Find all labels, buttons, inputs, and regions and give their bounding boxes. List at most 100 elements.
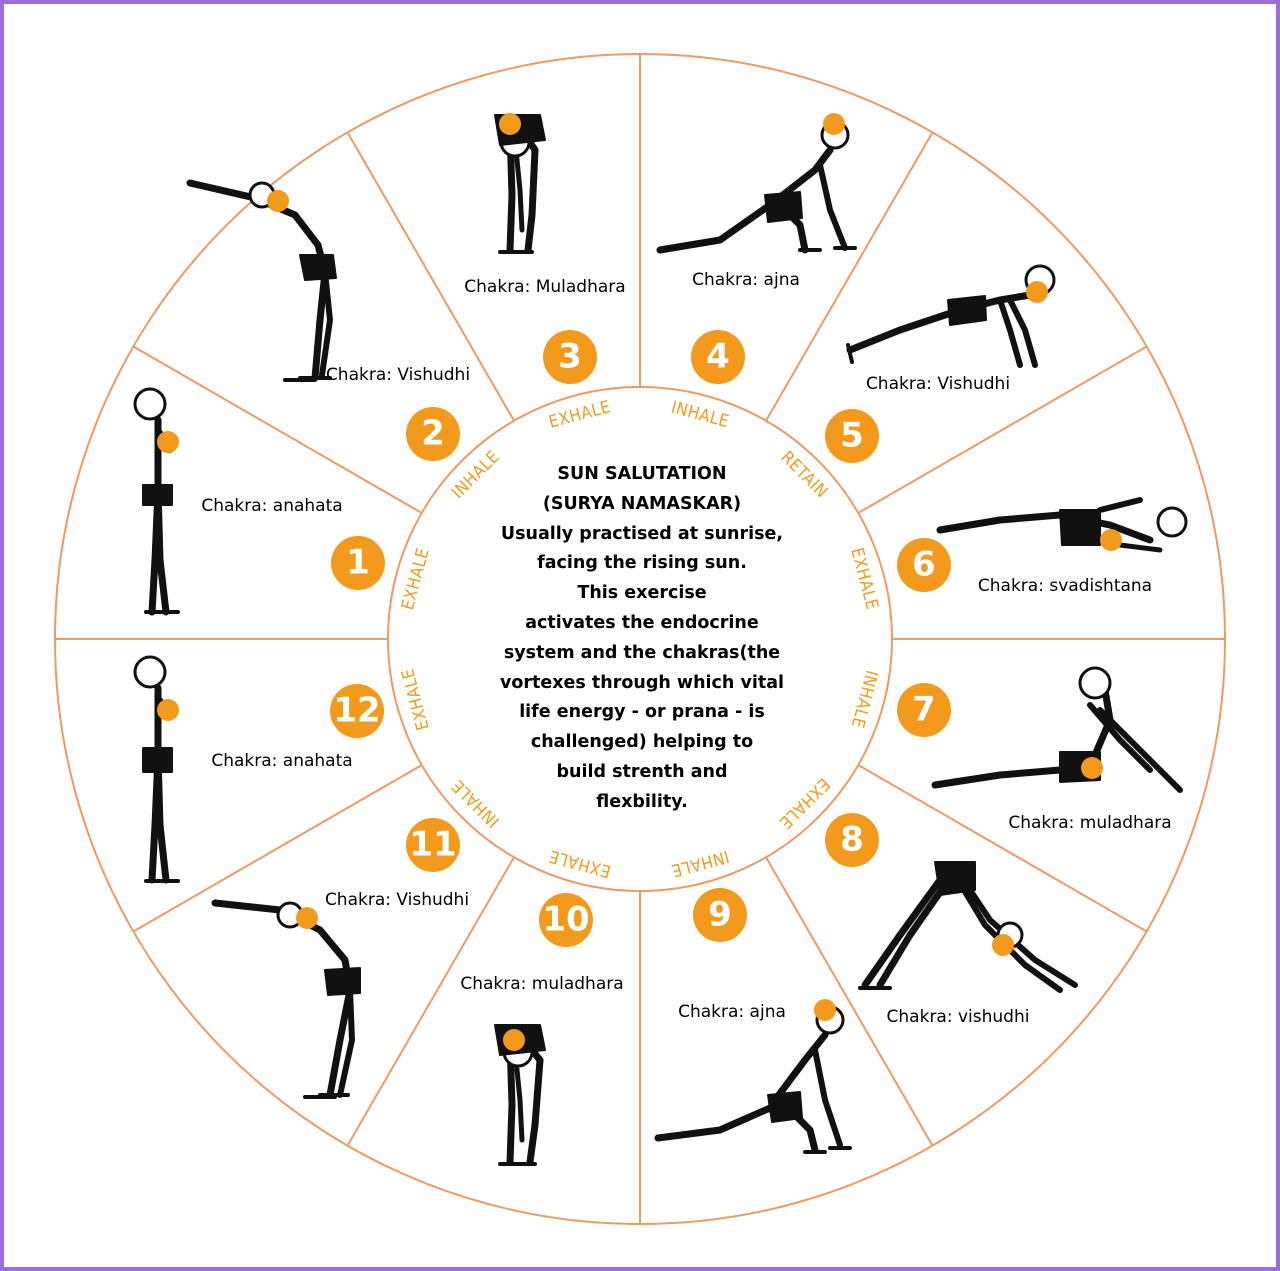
chakra-label-12: Chakra: anahata	[211, 751, 352, 771]
step-badge-1: 1	[331, 536, 385, 590]
center-line: activates the endocrine	[525, 612, 759, 633]
lunge-pose-icon-9	[654, 1005, 852, 1154]
standing-pose-icon-1	[133, 387, 180, 616]
chakra-label-2: Chakra: Vishudhi	[326, 365, 470, 385]
step-badge-2: 2	[406, 407, 460, 461]
chakra-point-5	[1026, 281, 1048, 303]
chakra-point-10	[503, 1029, 525, 1051]
badge-number: 6	[912, 545, 936, 585]
chakra-point-2	[267, 190, 289, 212]
limb	[1117, 542, 1163, 553]
spoke-line	[132, 345, 423, 514]
chakra-dots	[157, 113, 1122, 1051]
badge-circle	[897, 538, 951, 592]
chakra-label-9: Chakra: ajna	[678, 1002, 786, 1022]
badge-circle	[691, 330, 745, 384]
limb	[148, 684, 170, 884]
step-badge-12: 12	[330, 684, 384, 738]
chakra-point-9	[814, 999, 836, 1021]
limb	[211, 899, 354, 1099]
chakra-point-1	[157, 431, 179, 453]
spoke-line	[346, 131, 515, 422]
center-line: This exercise	[577, 583, 707, 604]
step-badge-7: 7	[897, 683, 951, 737]
center-line: system and the chakras(the	[503, 642, 781, 663]
limb	[1097, 707, 1183, 793]
shorts	[324, 967, 361, 996]
shorts	[142, 747, 173, 773]
badge-circle	[330, 684, 384, 738]
center-description: SUN SALUTATION (SURYA NAMASKAR) Usually …	[492, 460, 792, 818]
limb	[319, 269, 333, 378]
spoke-line	[132, 764, 423, 933]
chakra-label-8: Chakra: vishudhi	[887, 1007, 1030, 1027]
chakra-label-11: Chakra: Vishudhi	[325, 890, 469, 910]
eight-limbs-pose-icon-6	[936, 497, 1188, 553]
spoke-line	[765, 131, 934, 422]
plank-pose-icon-5	[846, 264, 1056, 368]
chakra-point-8	[992, 934, 1014, 956]
head	[133, 655, 167, 689]
badge-number: 4	[706, 337, 730, 377]
limb	[1007, 297, 1038, 368]
badge-number: 1	[346, 543, 370, 583]
badge-circle	[331, 536, 385, 590]
step-badge-5: 5	[825, 409, 879, 463]
head	[1156, 506, 1188, 538]
shorts	[767, 1091, 803, 1123]
badge-circle	[825, 409, 879, 463]
limb	[803, 1146, 852, 1154]
limb	[846, 343, 854, 364]
badge-circle	[406, 818, 460, 872]
badge-number: 8	[840, 820, 864, 860]
chakra-label-3: Chakra: Muladhara	[464, 277, 625, 297]
badge-circle	[539, 893, 593, 947]
center-line: Usually practised at sunrise,	[500, 523, 784, 544]
step-badge-9: 9	[693, 888, 747, 942]
step-badge-3: 3	[543, 330, 597, 384]
limb	[771, 1031, 829, 1104]
backbend-pose-icon-11	[211, 899, 361, 1099]
chakra-point-3	[499, 113, 521, 135]
badge-number: 7	[912, 690, 936, 730]
spokes	[55, 54, 1225, 1224]
chakra-point-7	[1081, 757, 1103, 779]
center-line: challenged) helping to	[530, 732, 754, 753]
limb	[817, 162, 848, 251]
badge-number: 12	[333, 691, 380, 731]
downward-dog-pose-icon-8	[858, 861, 1078, 993]
limb	[997, 297, 1023, 368]
head	[133, 387, 167, 421]
chakra-label-4: Chakra: ajna	[692, 270, 800, 290]
chakra-label-10: Chakra: muladhara	[460, 974, 623, 994]
limb	[148, 416, 170, 616]
shorts	[764, 191, 803, 223]
limb	[1087, 702, 1153, 773]
chakra-point-4	[823, 113, 845, 135]
shorts	[934, 861, 976, 896]
center-line: life energy - or prana - is	[519, 702, 765, 723]
limb	[283, 376, 332, 382]
badge-number: 11	[409, 825, 456, 865]
step-badge-10: 10	[539, 893, 593, 947]
badge-number: 5	[840, 416, 864, 456]
chakra-label-1: Chakra: anahata	[201, 496, 342, 516]
shorts	[1059, 509, 1101, 546]
lunge-pose-icon-4	[656, 120, 857, 254]
step-badge-4: 4	[691, 330, 745, 384]
spoke-line	[857, 345, 1148, 514]
chakra-point-11	[296, 907, 318, 929]
badge-circle	[406, 407, 460, 461]
step-badge-8: 8	[825, 813, 879, 867]
forward-fold-pose-icon-3	[494, 114, 546, 254]
badge-number: 3	[558, 337, 582, 377]
badge-number: 2	[421, 414, 445, 454]
spoke-line	[346, 856, 515, 1147]
center-line: flexbility.	[596, 791, 688, 812]
standing-pose-icon-12	[133, 655, 180, 884]
chakra-label-7: Chakra: muladhara	[1008, 813, 1171, 833]
limb	[1097, 497, 1143, 513]
badge-number: 10	[542, 900, 589, 940]
